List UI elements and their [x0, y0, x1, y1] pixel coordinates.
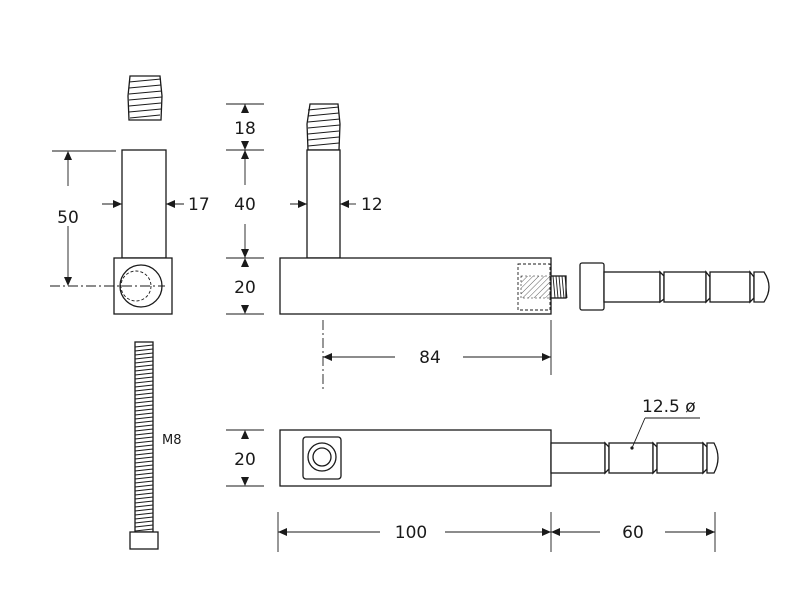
post-thread	[306, 103, 341, 151]
bolt-head	[129, 531, 159, 550]
hidden-thread-hatch	[520, 275, 551, 299]
dim-20-lower-label: 20	[234, 450, 256, 470]
bottom-socket-inner	[312, 447, 332, 467]
dim-60-label: 60	[622, 523, 644, 543]
pin-assembled	[550, 441, 719, 475]
dim-40-label: 40	[234, 195, 256, 215]
dim-pin-diameter: 12.5 ø	[630, 397, 700, 450]
dim-100-label: 100	[395, 523, 427, 543]
dim-18: 18	[226, 103, 264, 150]
side-post	[306, 149, 341, 259]
dim-60: 60	[551, 512, 716, 552]
left-bore-hidden-circle	[120, 270, 152, 302]
left-post	[121, 149, 167, 259]
dim-20-upper-label: 20	[234, 278, 256, 298]
dim-84: 84	[322, 320, 552, 392]
dim-12: 12	[290, 195, 383, 215]
side-view: 18 40 12 20	[226, 103, 770, 392]
bolt-m8-label: M8	[162, 433, 182, 448]
dim-17: 17	[102, 195, 210, 215]
dim-20-upper: 20	[226, 257, 264, 315]
dim-17-label: 17	[188, 195, 210, 215]
dim-84-label: 84	[419, 348, 441, 368]
dim-12-label: 12	[361, 195, 383, 215]
bolt-m8: M8	[129, 341, 182, 550]
bottom-view: 12.5 ø 20 100 60	[226, 397, 719, 552]
side-body	[279, 257, 552, 315]
dim-50: 50	[52, 150, 116, 286]
dim-100: 100	[277, 512, 552, 552]
dim-pin-diameter-label: 12.5 ø	[642, 397, 696, 417]
threaded-insert-detached	[127, 75, 163, 121]
pin-detached	[579, 262, 770, 311]
dim-20-lower: 20	[226, 429, 264, 487]
dim-50-label: 50	[57, 208, 79, 228]
dim-40: 40	[226, 149, 264, 258]
dim-18-label: 18	[234, 119, 256, 139]
left-view: 50 17 M8	[50, 75, 210, 550]
